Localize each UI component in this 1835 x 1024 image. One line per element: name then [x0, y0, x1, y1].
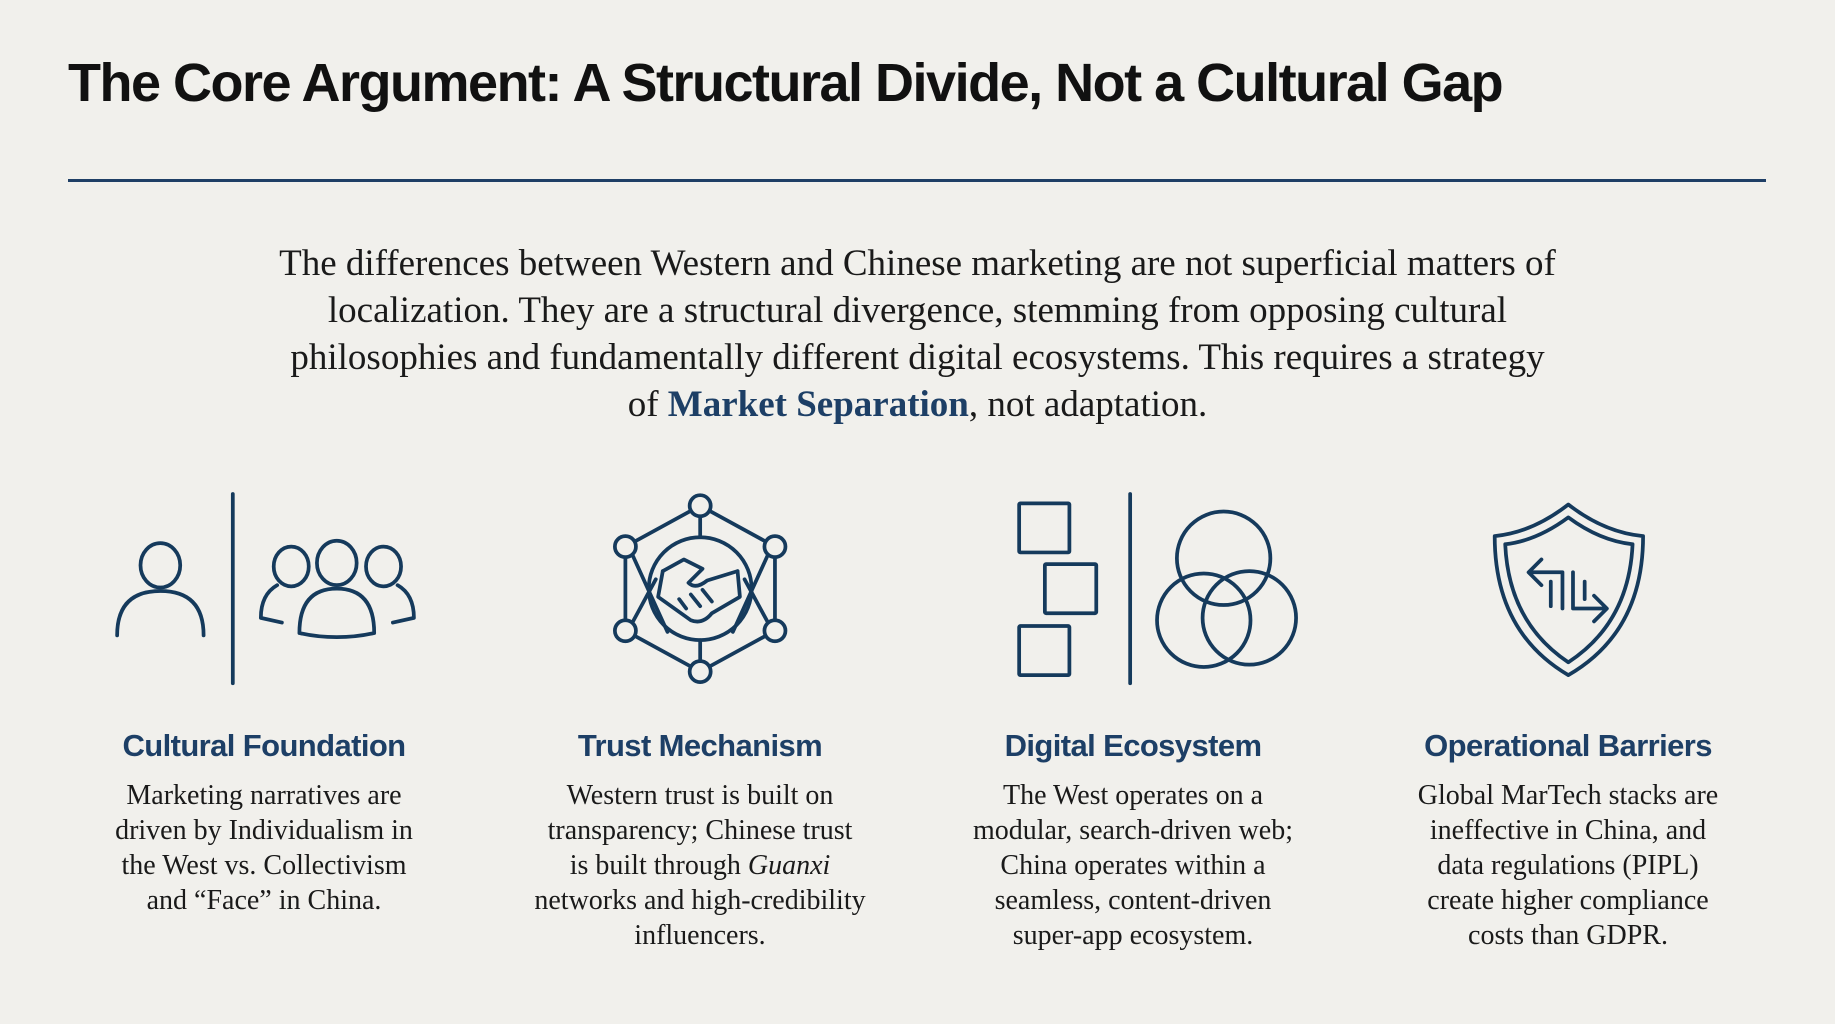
column-body: The West operates on a modular, search-d… [913, 778, 1353, 953]
body-line: driven by Individualism in [115, 815, 413, 846]
intro-paragraph: The differences between Western and Chin… [0, 240, 1835, 428]
icons-row [115, 492, 1645, 686]
column-heading: Operational Barriers [1424, 728, 1712, 763]
title-divider [68, 179, 1766, 182]
column-heading: Trust Mechanism [577, 728, 823, 763]
module-block-icon [1017, 624, 1072, 677]
body-line: The West operates on a [1002, 780, 1264, 811]
guanxi-term: Guanxi [747, 850, 831, 881]
column-body: Marketing narratives are driven by Indiv… [44, 778, 484, 918]
body-line: data regulations (PIPL) [1437, 850, 1699, 881]
body-line: super-app ecosystem. [1012, 920, 1254, 951]
body-line: and “Face” in China. [146, 885, 382, 916]
intro-line: The differences between Western and Chin… [279, 243, 1556, 284]
market-separation-highlight: Market Separation [667, 384, 969, 425]
body-line: transparency; Chinese trust [547, 815, 853, 846]
column-operational-barriers: Operational Barriers Global MarTech stac… [1348, 728, 1788, 953]
body-line: costs than GDPR. [1468, 920, 1668, 951]
individual-vs-group-icon [115, 492, 416, 686]
column-cultural-foundation: Cultural Foundation Marketing narratives… [44, 728, 484, 918]
column-digital-ecosystem: Digital Ecosystem The West operates on a… [913, 728, 1353, 953]
handshake-network-icon [613, 493, 788, 685]
intro-line: philosophies and fundamentally different… [290, 337, 1545, 378]
body-line: ineffective in China, and [1429, 815, 1707, 846]
overlap-circle-icon [1175, 509, 1273, 607]
module-block-icon [1017, 501, 1072, 555]
body-line: Marketing narratives are [126, 780, 402, 811]
overlap-circle-icon [1155, 571, 1253, 669]
intro-text: of [627, 384, 668, 425]
body-line: influencers. [634, 920, 766, 951]
intro-line: of Market Separation, not adaptation. [0, 381, 1835, 428]
overlap-circle-icon [1200, 569, 1298, 667]
body-line: Western trust is built on [566, 780, 834, 811]
body-text: is built through [569, 850, 748, 881]
body-line: Global MarTech stacks are [1417, 780, 1719, 811]
page-title: The Core Argument: A Structural Divide, … [68, 53, 1504, 113]
intro-text: , not adaptation. [968, 384, 1208, 425]
body-line: the West vs. Collectivism [121, 850, 407, 881]
module-block-icon [1042, 562, 1099, 616]
intro-line: localization. They are a structural dive… [327, 290, 1508, 331]
body-line: create higher compliance [1427, 885, 1709, 916]
modular-vs-integrated-icon [1017, 492, 1298, 686]
column-heading: Cultural Foundation [122, 728, 406, 763]
shield-exchange-icon [1492, 502, 1645, 677]
body-line: China operates within a [1000, 850, 1266, 881]
body-line: is built through Guanxi [480, 848, 920, 883]
group-people-icon [258, 538, 416, 639]
column-trust-mechanism: Trust Mechanism Western trust is built o… [480, 728, 920, 953]
column-body: Global MarTech stacks are ineffective in… [1348, 778, 1788, 953]
body-line: networks and high-credibility [534, 885, 866, 916]
body-line: modular, search-driven web; [973, 815, 1293, 846]
body-line: seamless, content-driven [994, 885, 1272, 916]
column-heading: Digital Ecosystem [1004, 728, 1262, 763]
column-body: Western trust is built on transparency; … [480, 778, 920, 953]
single-person-icon [115, 541, 206, 638]
